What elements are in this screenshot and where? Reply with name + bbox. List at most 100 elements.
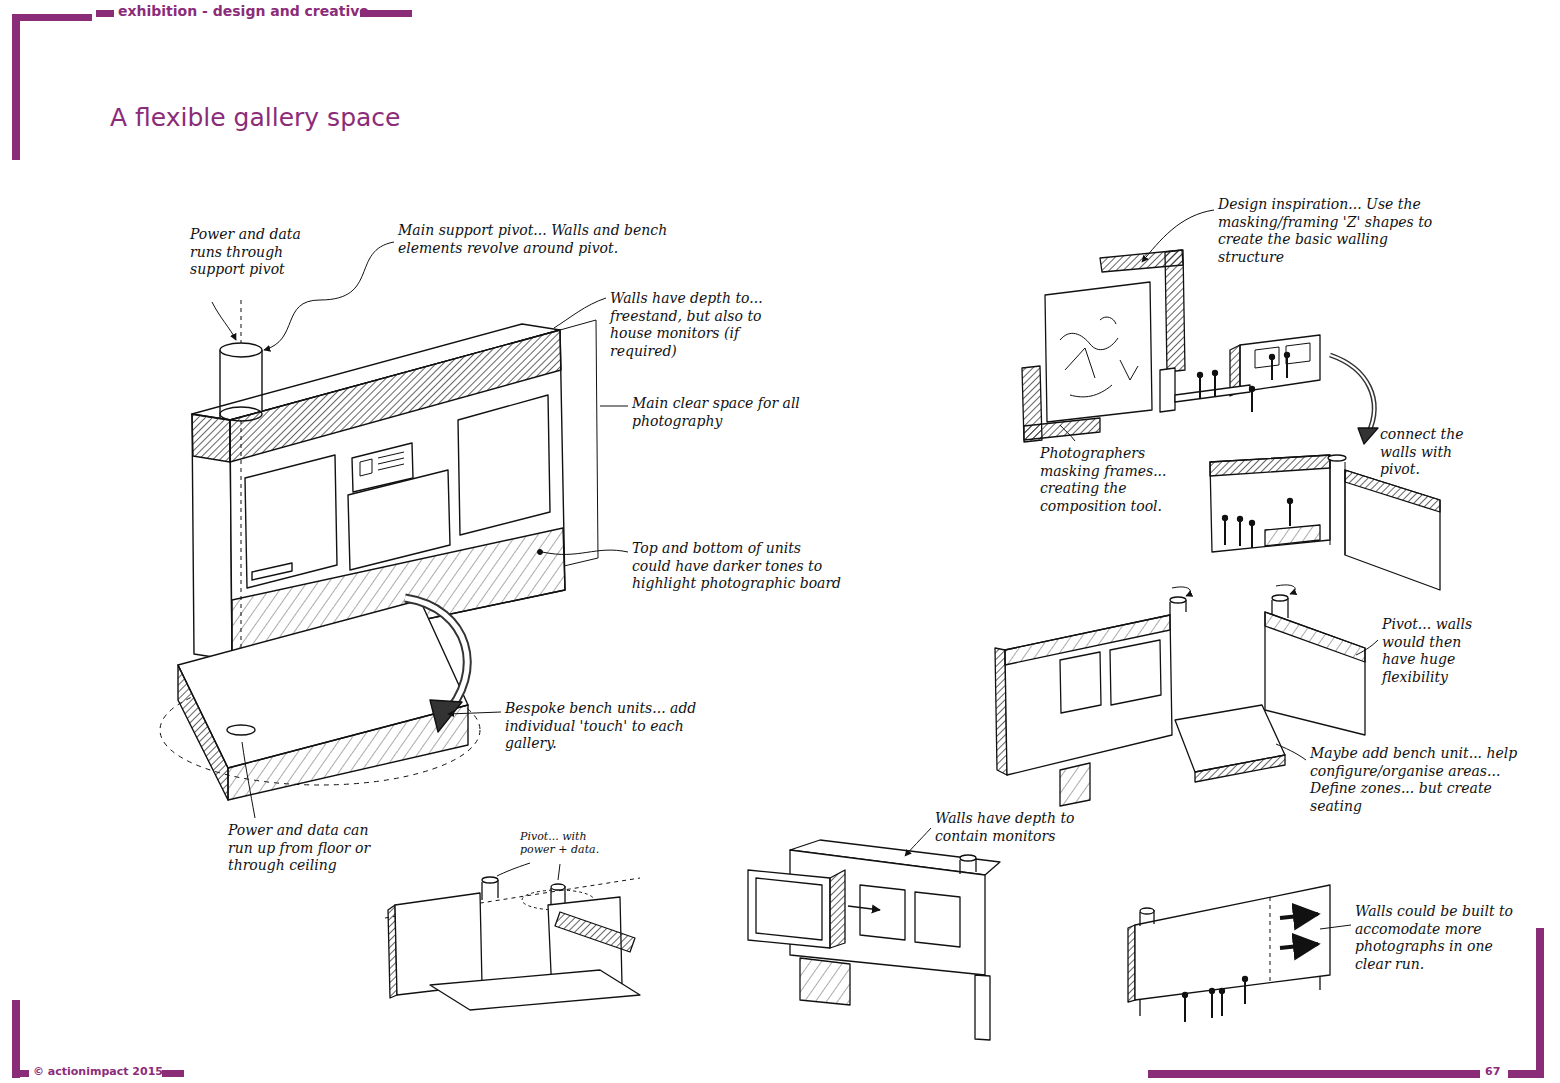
page-frame-stroke <box>1536 928 1544 1078</box>
monitor-wall-sketch-stroke <box>848 906 880 910</box>
page-frame-stroke <box>96 10 114 17</box>
main-wall-unit-stroke <box>360 452 404 476</box>
section-header: exhibition - design and creative <box>118 3 369 19</box>
annotation: Main support pivot... Walls and bench el… <box>398 222 670 257</box>
bench-unit <box>160 598 480 800</box>
leader-lines <box>212 210 1378 929</box>
main-wall-unit-stroke <box>220 350 262 418</box>
pivot-walls-sketch-stroke <box>1195 755 1285 782</box>
page-frame-stroke <box>20 1070 29 1077</box>
leader-lines-stroke <box>264 242 394 350</box>
long-wall-sketch-stroke <box>1135 885 1330 1000</box>
inspiration-sketch-stroke <box>1045 282 1152 422</box>
monitor-wall-sketch-stroke <box>860 885 905 940</box>
pivot-walls-sketch-stroke <box>1110 640 1161 705</box>
small-pivot-sketch <box>385 877 640 1010</box>
pivot-walls-sketch <box>995 585 1365 806</box>
long-wall-sketch-stroke <box>1128 925 1135 1002</box>
leader-lines-stroke <box>558 864 560 880</box>
annotation: Walls have depth to contain monitors <box>935 810 1115 845</box>
long-wall-sketch-stroke <box>1140 976 1320 1016</box>
small-pivot-sketch-stroke <box>555 912 635 952</box>
connected-walls-sketch-stroke <box>1225 504 1290 548</box>
copyright: © actionimpact 2015 <box>33 1065 163 1078</box>
page-frame-stroke <box>1508 1070 1544 1078</box>
main-wall-unit-stroke <box>560 320 598 566</box>
monitor-wall-sketch-stroke <box>975 975 990 1040</box>
annotation: Pivot... with power + data. <box>520 830 624 856</box>
small-pivot-sketch-stroke <box>395 893 482 995</box>
long-wall-sketch-stroke <box>1280 944 1318 948</box>
monitor-wall-sketch-stroke <box>748 870 830 948</box>
leader-lines-stroke <box>1356 640 1378 655</box>
connected-walls-sketch-stroke <box>1330 460 1345 555</box>
small-pivot-sketch-stroke <box>551 884 565 890</box>
leader-lines-stroke <box>497 863 530 876</box>
main-wall-unit-stroke <box>192 414 230 462</box>
inspiration-sketch-stroke <box>1270 355 1275 360</box>
connected-walls-sketch-stroke <box>1238 517 1243 522</box>
page-frame <box>12 10 1544 1078</box>
annotation: Walls could be built to accomodate more … <box>1355 903 1527 973</box>
annotation: Design inspiration... Use the masking/fr… <box>1218 196 1446 266</box>
leader-lines-stroke <box>600 406 628 407</box>
annotation: Main clear space for all photography <box>632 395 802 430</box>
page-number: 67 <box>1485 1065 1500 1078</box>
inspiration-sketch-stroke <box>1240 335 1320 392</box>
leader-lines-stroke <box>1276 744 1306 760</box>
annotation: Power and data can run up from floor or … <box>228 822 380 875</box>
inspiration-sketch-stroke <box>1255 343 1310 368</box>
bench-unit-stroke <box>430 700 462 732</box>
leader-lines-stroke <box>242 742 255 818</box>
connected-walls-sketch-stroke <box>1250 521 1255 526</box>
main-wall-unit-stroke <box>241 300 242 343</box>
leader-lines-stroke <box>1320 925 1351 929</box>
leader-lines-stroke <box>554 298 606 328</box>
annotation: Bespoke bench units... add individual 't… <box>505 700 710 753</box>
connected-walls-sketch-stroke <box>1288 499 1293 504</box>
inspiration-sketch-stroke <box>1024 418 1100 440</box>
pivot-walls-sketch-stroke <box>1265 612 1365 662</box>
bench-unit-stroke <box>405 598 467 716</box>
page-frame-stroke <box>12 14 92 21</box>
monitor-wall-sketch-stroke <box>800 958 850 1005</box>
main-wall-unit-stroke <box>458 395 550 535</box>
annotation: Photographers masking frames... creating… <box>1040 445 1192 515</box>
leader-lines-stroke <box>448 712 501 714</box>
long-wall-sketch-stroke <box>1280 914 1318 918</box>
connected-walls-sketch-stroke <box>1223 516 1228 521</box>
pivot-walls-sketch-stroke <box>1272 595 1288 601</box>
long-wall-sketch-stroke <box>1220 989 1225 994</box>
leader-lines-stroke <box>538 550 543 555</box>
leader-lines-stroke <box>1142 210 1214 262</box>
long-wall-sketch-stroke <box>1270 897 1271 983</box>
monitor-wall-sketch <box>748 840 1000 1040</box>
annotation: Power and data runs through support pivo… <box>190 226 325 279</box>
page-frame-stroke <box>162 1070 184 1077</box>
monitor-wall-sketch-stroke <box>960 855 976 861</box>
connected-walls-sketch-stroke <box>1345 470 1440 590</box>
bench-unit-stroke <box>227 725 255 735</box>
monitor-wall-sketch-stroke <box>756 878 822 940</box>
leader-lines-stroke <box>905 828 931 856</box>
inspiration-sketch-stroke <box>1165 250 1185 372</box>
long-wall-sketch-stroke <box>1210 989 1215 994</box>
pivot-walls-sketch-stroke <box>1060 652 1101 713</box>
long-wall-sketch-stroke <box>1185 982 1245 1022</box>
long-wall-sketch-stroke <box>1140 908 1154 914</box>
main-wall-unit-stroke <box>220 343 262 357</box>
main-wall-unit-stroke <box>192 414 232 660</box>
monitor-wall-sketch-stroke <box>830 870 845 948</box>
page-frame-stroke <box>12 1000 20 1078</box>
pivot-walls-sketch-stroke <box>1265 612 1365 735</box>
connected-walls-sketch-stroke <box>1265 525 1320 546</box>
leader-lines-stroke <box>1060 425 1075 441</box>
main-wall-unit-stroke <box>252 563 292 580</box>
inspiration-sketch-stroke <box>1160 368 1175 412</box>
long-wall-sketch <box>1128 885 1330 1022</box>
pivot-walls-sketch-stroke <box>1170 597 1186 603</box>
pivot-walls-sketch-stroke <box>1172 587 1190 596</box>
inspiration-sketch-stroke <box>1330 355 1374 434</box>
bench-unit-stroke <box>228 705 468 800</box>
